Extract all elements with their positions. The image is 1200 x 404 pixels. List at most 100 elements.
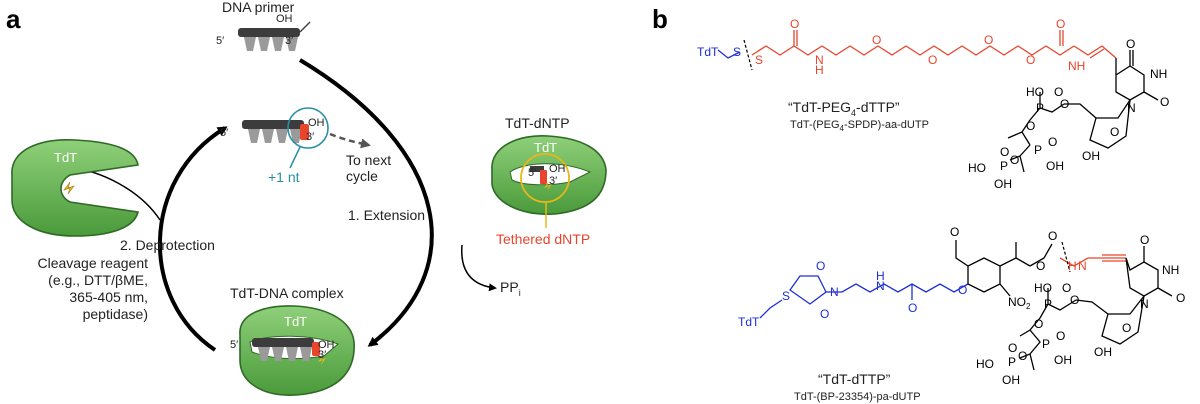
nitro-label: NO2 xyxy=(1008,295,1031,311)
primer-5prime: 5′ xyxy=(216,35,224,47)
dna-primer-label: DNA primer xyxy=(222,0,295,15)
complex-title: TdT-DNA complex xyxy=(230,285,344,301)
svg-text:O: O xyxy=(1026,53,1035,67)
svg-text:TdT: TdT xyxy=(738,315,760,329)
svg-text:NH: NH xyxy=(1150,67,1167,81)
top-cleavage-site xyxy=(743,39,753,71)
cleavage-line-1: Cleavage reagent xyxy=(37,255,148,271)
tdt-dntp-5prime: 5′ xyxy=(528,167,536,179)
bottom-molecule-subtitle: TdT-(BP-23354)-pa-dUTP xyxy=(794,391,921,403)
complex-3prime: 3′ xyxy=(318,349,326,361)
cycle-label: cycle xyxy=(346,168,378,184)
svg-text:O: O xyxy=(984,33,993,47)
svg-text:O: O xyxy=(1010,153,1019,167)
svg-text:H: H xyxy=(876,269,885,283)
svg-text:N: N xyxy=(1127,101,1136,115)
svg-text:H: H xyxy=(1068,259,1077,273)
svg-text:P: P xyxy=(1036,101,1044,115)
plus-one-label: +1 nt xyxy=(268,169,300,185)
svg-text:P: P xyxy=(1000,159,1008,173)
svg-text:H: H xyxy=(815,63,824,77)
free-tdt-label: TdT xyxy=(54,150,77,165)
extension-label: 1. Extension xyxy=(348,207,425,223)
complex-dna xyxy=(252,338,320,361)
cleavage-line-4: peptidase) xyxy=(83,306,148,322)
elongated-3prime: 3′ xyxy=(306,131,314,143)
tdt-dntp-enzyme-label: TdT xyxy=(534,140,557,155)
cleavage-line-2: (e.g., DTT/βME, xyxy=(48,272,148,288)
svg-text:OH: OH xyxy=(1094,345,1112,359)
svg-text:O: O xyxy=(950,225,959,239)
svg-text:O: O xyxy=(1140,233,1149,247)
deprotection-label: 2. Deprotection xyxy=(120,237,215,253)
top-molecule-name: “TdT-PEG4-dTTP” xyxy=(788,99,900,118)
svg-text:NH: NH xyxy=(1068,59,1085,73)
svg-text:HO: HO xyxy=(1026,85,1044,99)
elongated-oh: OH xyxy=(308,117,325,129)
svg-text:O: O xyxy=(1026,119,1035,133)
svg-text:OH: OH xyxy=(1054,353,1072,367)
svg-text:O: O xyxy=(1048,135,1057,149)
svg-text:O: O xyxy=(1034,317,1043,331)
svg-text:N: N xyxy=(1078,259,1087,273)
extension-arrow xyxy=(298,58,434,347)
deprotection-arrow xyxy=(158,126,228,352)
panel-a-label: a xyxy=(6,4,21,34)
svg-text:O: O xyxy=(1008,341,1017,355)
primer-oh: OH xyxy=(276,13,293,25)
svg-text:HO: HO xyxy=(1034,281,1052,295)
svg-text:O: O xyxy=(1036,259,1045,273)
svg-text:S: S xyxy=(782,289,790,303)
svg-text:O: O xyxy=(1056,329,1065,343)
top-molecule-subtitle: TdT-(PEG4-SPDP)-aa-dUTP xyxy=(790,119,929,133)
tdt-dntp-title: TdT-dNTP xyxy=(505,115,570,131)
ppi-label: PPi xyxy=(500,279,521,298)
svg-text:O: O xyxy=(1056,17,1065,31)
svg-text:NH: NH xyxy=(1162,263,1179,277)
svg-text:O: O xyxy=(790,17,799,31)
svg-text:O: O xyxy=(1000,145,1009,159)
svg-text:O: O xyxy=(1048,229,1057,243)
svg-text:N: N xyxy=(815,53,824,67)
tdt-dntp-enzyme xyxy=(491,135,607,215)
svg-text:N: N xyxy=(830,285,839,299)
svg-text:S: S xyxy=(733,45,741,59)
svg-text:P: P xyxy=(1044,297,1052,311)
complex-5prime: 5′ xyxy=(230,339,238,351)
svg-text:O: O xyxy=(1070,293,1079,307)
svg-text:O: O xyxy=(1054,85,1063,99)
svg-text:S: S xyxy=(755,53,763,67)
cleavage-line-3: 365-405 nm, xyxy=(69,289,148,305)
svg-text:O: O xyxy=(1176,291,1185,305)
free-tdt-enzyme xyxy=(11,139,139,237)
tdt-dntp-3prime: 3′ xyxy=(549,175,557,187)
elongated-primer xyxy=(242,120,309,143)
dna-primer-strand xyxy=(238,21,311,51)
svg-text:N: N xyxy=(1140,297,1149,311)
complex-tdt-label: TdT xyxy=(284,314,307,329)
svg-text:O: O xyxy=(872,33,881,47)
svg-text:O: O xyxy=(816,259,825,273)
svg-text:O: O xyxy=(928,53,937,67)
next-cycle-arrow xyxy=(329,132,371,149)
to-next-label: To next xyxy=(346,152,391,168)
svg-text:O: O xyxy=(1062,281,1071,295)
peg4-linker-structure xyxy=(717,30,1159,173)
svg-text:OH: OH xyxy=(1002,373,1020,387)
svg-text:N: N xyxy=(876,279,885,293)
elongated-5prime: 5′ xyxy=(220,127,228,139)
panel-b-label: b xyxy=(652,4,668,34)
svg-text:OH: OH xyxy=(994,177,1012,191)
svg-text:P: P xyxy=(1008,355,1016,369)
bp23354-linker-structure xyxy=(759,240,1173,371)
bottom-cleavage-site xyxy=(1061,241,1071,273)
svg-text:HO: HO xyxy=(976,357,994,371)
svg-text:O: O xyxy=(908,301,917,315)
svg-text:HO: HO xyxy=(968,161,986,175)
tdt-dntp-oh: OH xyxy=(549,163,566,175)
bottom-atoms: TdT S O O N H N O O O NO2 O O H N O NH O… xyxy=(738,225,1185,387)
svg-text:O: O xyxy=(1018,349,1027,363)
top-atoms: TdT S S O N H O O O O O NH O NH O N O O … xyxy=(697,17,1169,191)
new-nucleotide-circle xyxy=(287,107,329,149)
